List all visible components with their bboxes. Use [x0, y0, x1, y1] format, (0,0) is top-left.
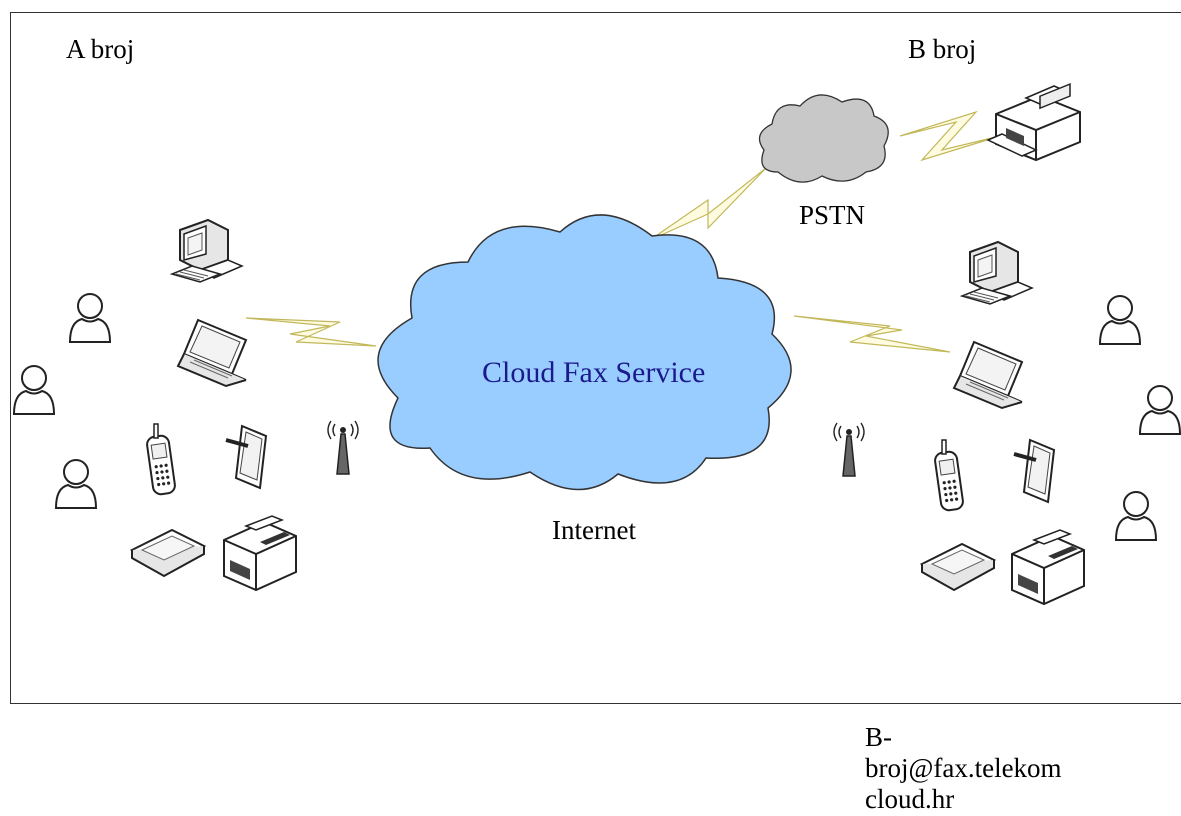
cloud-fax-service-label: Cloud Fax Service	[482, 356, 706, 389]
scanner-icon	[131, 529, 205, 577]
diagram-frame	[10, 12, 1181, 704]
pstn-label: PSTN	[799, 200, 866, 230]
laptop-icon	[953, 341, 1023, 409]
user-icon	[1115, 491, 1157, 541]
b-number-email-address: B- broj@fax.telekom cloud.hr	[865, 722, 1062, 815]
address-line: broj@fax.telekom	[865, 753, 1062, 783]
mobile-phone-icon	[145, 423, 177, 497]
desktop-computer-icon	[961, 241, 1033, 305]
laptop-icon	[177, 319, 247, 387]
mobile-phone-icon	[933, 439, 965, 513]
scanner-icon	[921, 543, 995, 591]
lightning-bolt-right	[793, 315, 951, 353]
antenna-icon	[833, 422, 865, 477]
user-icon	[1099, 295, 1141, 345]
cloud-fax-service-shape	[377, 214, 792, 491]
lightning-bolt-pstn-fax	[899, 110, 1001, 162]
fax-machine-icon	[1011, 529, 1085, 605]
a-number-label: A broj	[66, 34, 135, 64]
fax-machine-icon	[223, 515, 297, 591]
user-icon	[69, 293, 111, 343]
antenna-icon	[327, 420, 359, 475]
fax-machine-icon	[987, 83, 1081, 161]
user-icon	[1139, 385, 1181, 435]
lightning-bolt-internet-pstn	[649, 167, 767, 241]
desktop-computer-icon	[171, 219, 243, 283]
pstn-cloud-shape	[758, 94, 889, 183]
b-number-label: B broj	[908, 34, 977, 64]
internet-label: Internet	[552, 515, 636, 545]
user-icon	[13, 365, 55, 415]
address-line: B-	[865, 722, 892, 752]
tablet-icon	[1012, 438, 1056, 504]
user-icon	[55, 459, 97, 509]
lightning-bolt-left	[245, 317, 377, 347]
address-line: cloud.hr	[865, 784, 955, 814]
tablet-icon	[224, 424, 268, 490]
